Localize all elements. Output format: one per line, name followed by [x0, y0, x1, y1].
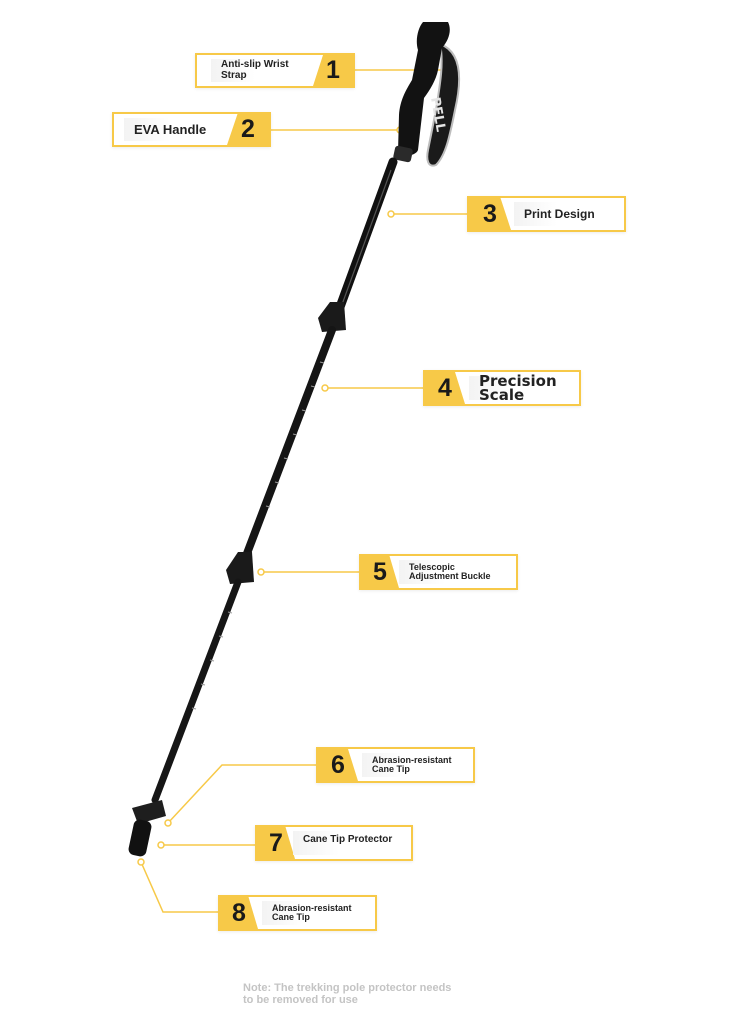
- callout-3-number: 3: [469, 198, 511, 230]
- callout-2: EVA Handle 2: [112, 112, 271, 147]
- callout-7-number: 7: [257, 827, 295, 859]
- callout-5-text: Telescopic Adjustment Buckle: [399, 560, 514, 584]
- strap-brand-text: PELL: [427, 96, 448, 133]
- adjustment-lock-middle: [226, 552, 254, 584]
- callout-5-number: 5: [361, 556, 399, 588]
- callout-6: 6 Abrasion-resistant Cane Tip: [316, 747, 475, 783]
- leader-dot-5: [257, 568, 265, 576]
- callout-1: Anti-slip Wrist Strap 1: [195, 53, 355, 88]
- adjustment-lock-top: [318, 302, 346, 332]
- leader-dot-6: [164, 819, 172, 827]
- mud-basket: [132, 800, 166, 824]
- callout-6-text: Abrasion-resistant Cane Tip: [362, 753, 462, 777]
- eva-handle: [398, 22, 450, 156]
- callout-4-number: 4: [425, 372, 465, 404]
- leader-dot-4: [321, 384, 329, 392]
- callout-5: 5 Telescopic Adjustment Buckle: [359, 554, 518, 590]
- callout-3-text: Print Design: [514, 202, 622, 226]
- leader-dot-8: [137, 858, 145, 866]
- middle-shaft: [242, 326, 336, 560]
- callout-2-text: EVA Handle: [124, 118, 239, 141]
- callout-4: 4 Precision Scale: [423, 370, 581, 406]
- lower-shaft: [151, 578, 242, 804]
- callout-3: 3 Print Design: [467, 196, 626, 232]
- callout-8-number: 8: [220, 897, 258, 929]
- cane-tip-protector: [128, 819, 152, 857]
- wrist-strap: [426, 42, 461, 167]
- callout-8-text: Abrasion-resistant Cane Tip: [262, 901, 362, 925]
- leader-dot-3: [387, 210, 395, 218]
- callout-7-text: Cane Tip Protector: [293, 831, 409, 855]
- upper-shaft: [331, 157, 398, 323]
- callout-7: 7 Cane Tip Protector: [255, 825, 413, 861]
- leader-dot-7: [157, 841, 165, 849]
- callout-8: 8 Abrasion-resistant Cane Tip: [218, 895, 377, 931]
- handle-collar: [393, 145, 413, 163]
- removal-note: Note: The trekking pole protector needs …: [243, 982, 452, 1006]
- leader-line-6: [167, 764, 317, 824]
- callout-4-text: Precision Scale: [469, 373, 577, 403]
- callout-6-number: 6: [318, 749, 358, 781]
- callout-1-number: 1: [313, 55, 353, 86]
- callout-1-text: Anti-slip Wrist Strap: [211, 59, 321, 82]
- leader-line-8: [140, 861, 220, 913]
